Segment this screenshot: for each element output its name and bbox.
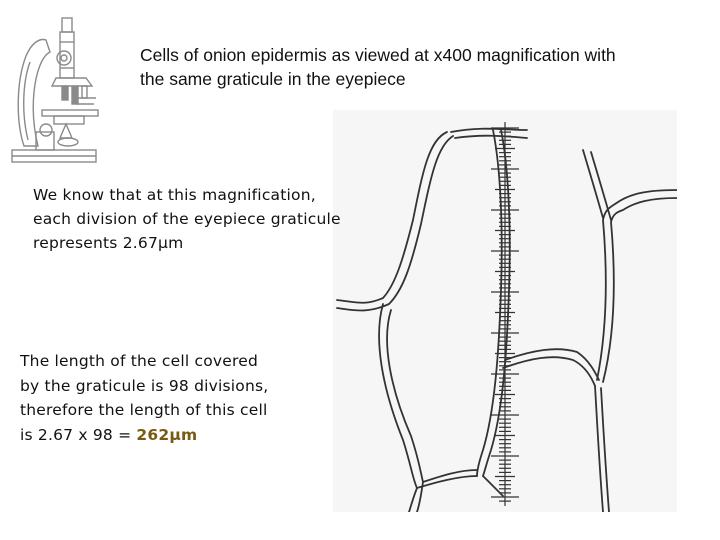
cell-wall bbox=[600, 387, 610, 512]
cell-wall bbox=[336, 135, 454, 312]
cell-wall bbox=[590, 151, 612, 221]
microscope-icon bbox=[11, 17, 99, 163]
cell-wall bbox=[502, 356, 596, 387]
cell-wall bbox=[596, 189, 677, 381]
page-title: Cells of onion epidermis as viewed at x4… bbox=[140, 45, 616, 89]
cell-wall bbox=[450, 127, 528, 133]
cell-wall bbox=[594, 385, 604, 512]
calculation-text: The length of the cell covered by the gr… bbox=[20, 352, 269, 444]
cell-wall bbox=[416, 481, 424, 512]
cell-wall bbox=[582, 149, 604, 219]
eyepiece-graticule bbox=[491, 122, 519, 506]
scale-explanation: We know that at this magnification, each… bbox=[33, 186, 341, 252]
cell-wall bbox=[386, 309, 478, 483]
cell-wall bbox=[336, 131, 448, 304]
cell-length-result: 262µm bbox=[136, 425, 198, 444]
cell-wall bbox=[476, 129, 503, 477]
cell-length-calculation: The length of the cell covered by the gr… bbox=[20, 349, 330, 447]
onion-cell-diagram bbox=[333, 110, 677, 512]
cell-wall bbox=[378, 303, 478, 489]
cell-wall bbox=[454, 134, 528, 139]
cell-wall bbox=[408, 487, 418, 512]
cell-wall bbox=[602, 197, 677, 383]
cell-wall bbox=[504, 348, 600, 381]
cell-wall bbox=[482, 475, 504, 497]
